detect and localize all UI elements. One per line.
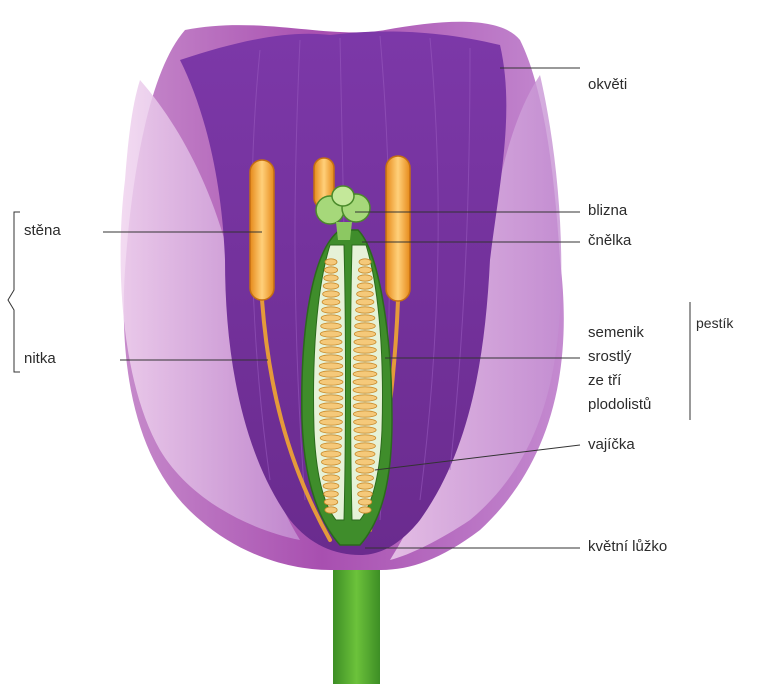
ovule — [320, 435, 342, 441]
label-pestik: pestík — [696, 314, 733, 332]
ovule — [355, 451, 375, 457]
label-okveti: okvěti — [588, 76, 627, 94]
ovule — [353, 379, 377, 385]
label-cnelka: čnělka — [588, 232, 631, 250]
ovule — [319, 355, 342, 361]
ovule — [319, 387, 343, 393]
ovule — [322, 299, 340, 305]
ovule — [353, 387, 377, 393]
ovule — [353, 355, 376, 361]
ovule — [353, 403, 377, 409]
ovule — [355, 323, 376, 329]
ovule — [356, 467, 374, 473]
ovule — [358, 491, 373, 497]
ovule — [358, 499, 372, 505]
ovule — [353, 411, 376, 417]
anther-right — [386, 156, 410, 301]
ovule — [325, 259, 337, 265]
ovule — [323, 283, 339, 289]
ovule — [321, 451, 341, 457]
ovule — [324, 267, 337, 273]
ovule — [354, 339, 376, 345]
ovule — [320, 331, 341, 337]
ovule — [353, 371, 377, 377]
ovule — [359, 259, 371, 265]
ovule — [321, 315, 341, 321]
ovule — [357, 283, 373, 289]
ovule — [319, 395, 343, 401]
ovule — [324, 275, 338, 281]
ovule — [320, 347, 343, 353]
ovule — [357, 475, 374, 481]
ovule — [322, 467, 340, 473]
label-semenik-3: ze tří — [588, 372, 621, 390]
ovule — [319, 363, 343, 369]
ovule — [323, 291, 340, 297]
ovule — [353, 395, 377, 401]
ovule — [319, 379, 343, 385]
ovule — [320, 427, 342, 433]
label-stena: stěna — [24, 222, 61, 240]
label-nitka: nitka — [24, 350, 56, 368]
ovule — [355, 315, 375, 321]
ovule — [357, 483, 373, 489]
ovule — [323, 475, 340, 481]
label-semenik-2: srostlý — [588, 348, 631, 366]
ovule — [358, 275, 372, 281]
label-blizna: blizna — [588, 202, 627, 220]
ovule — [320, 339, 342, 345]
label-kvetni-luzko: květní lůžko — [588, 538, 667, 556]
ovule — [354, 427, 376, 433]
label-vajicka: vajíčka — [588, 436, 635, 454]
ovule — [358, 267, 371, 273]
ovule — [319, 371, 343, 377]
label-semenik-4: plodolistů — [588, 396, 651, 414]
ovule — [323, 483, 339, 489]
ovule — [359, 507, 371, 513]
ovule — [355, 459, 374, 465]
ovule — [324, 499, 338, 505]
ovule — [357, 291, 374, 297]
anther-left — [250, 160, 274, 300]
label-semenik-1: semenik — [588, 324, 644, 342]
ovule — [320, 419, 343, 425]
ovule — [356, 299, 374, 305]
ovule — [321, 323, 342, 329]
ovule — [354, 331, 375, 337]
ovule — [354, 419, 377, 425]
ovule — [319, 403, 343, 409]
ovule — [353, 363, 377, 369]
ovule — [321, 459, 340, 465]
ovule — [354, 347, 377, 353]
ovule — [354, 435, 376, 441]
ovule — [321, 443, 342, 449]
ovule — [324, 491, 339, 497]
ovule — [319, 411, 342, 417]
ovule — [356, 307, 375, 313]
ovule — [355, 443, 376, 449]
ovule — [325, 507, 337, 513]
ovule — [322, 307, 341, 313]
